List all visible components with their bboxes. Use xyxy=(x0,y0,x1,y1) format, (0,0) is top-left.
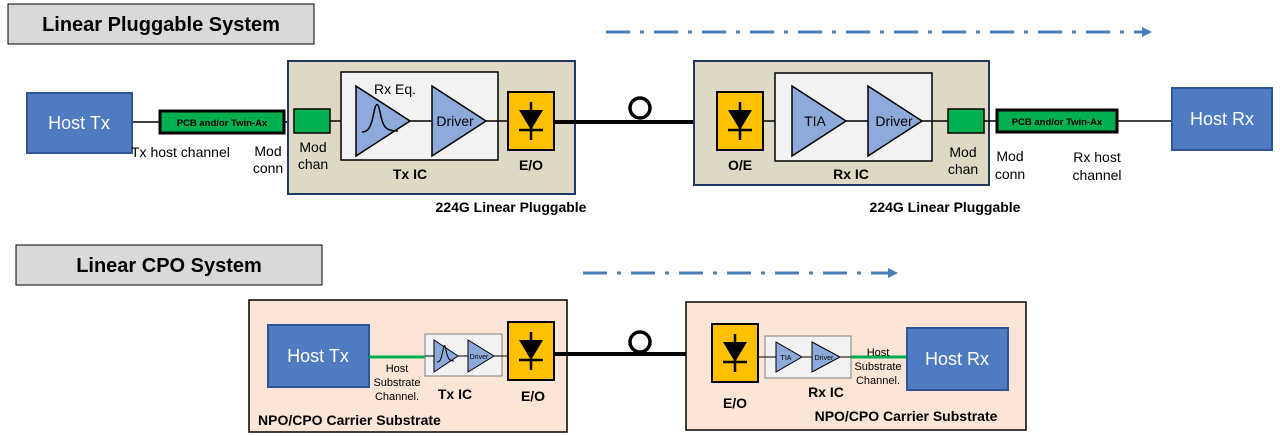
top-tia-label: TIA xyxy=(804,113,826,129)
top-oe-photodiode-icon xyxy=(715,90,765,152)
top-driver-rx-amp xyxy=(867,84,924,158)
top-title: Linear Pluggable System xyxy=(42,14,280,36)
bottom-host-tx-box xyxy=(267,324,370,388)
bottom-host-rx-label: Host Rx xyxy=(925,349,989,369)
top-driver-tx-amp xyxy=(431,84,488,158)
bottom-host-substrate-right-2: Substrate xyxy=(854,361,901,373)
bottom-driver-tx-label: Driver xyxy=(470,354,489,361)
linear-cpo-section: Linear CPO System Host Tx Host Substrate… xyxy=(15,244,1027,433)
bottom-host-substrate-left-1: Host xyxy=(386,363,409,375)
bottom-title-box xyxy=(15,244,323,286)
top-tia-amp xyxy=(791,84,848,158)
bottom-title: Linear CPO System xyxy=(76,255,262,277)
bottom-eq-curve-icon xyxy=(436,345,455,363)
bottom-tx-ic-label: Tx IC xyxy=(438,386,472,402)
bottom-fiber-loop-icon xyxy=(628,330,652,354)
bottom-eo-left-label: E/O xyxy=(521,388,545,404)
top-title-box xyxy=(7,3,315,45)
top-pcb-right-label: PCB and/or Twin-Ax xyxy=(1012,117,1103,128)
bottom-eo-right-photodiode-icon xyxy=(710,322,760,384)
top-fiber-loop-icon xyxy=(628,96,652,120)
bottom-carrier-left-label: NPO/CPO Carrier Substrate xyxy=(258,412,441,428)
top-mod-chan-right-1: Mod xyxy=(949,144,976,160)
top-pcb-left xyxy=(158,109,286,135)
bottom-host-rx-box xyxy=(906,327,1009,391)
bottom-driver-rx-label: Driver xyxy=(815,355,834,362)
bottom-rx-ic-label: Rx IC xyxy=(808,384,844,400)
top-mod-chan-right-2: chan xyxy=(948,161,978,177)
top-eo-label: E/O xyxy=(519,157,543,173)
bottom-eo-left-photodiode-icon xyxy=(506,320,556,382)
bottom-host-substrate-left-2: Substrate xyxy=(373,377,420,389)
top-host-rx-box xyxy=(1171,87,1273,151)
top-rx-eq-label: Rx Eq. xyxy=(374,81,416,97)
top-rx-ic-label: Rx IC xyxy=(833,166,869,182)
top-eq-curve-icon xyxy=(361,103,399,133)
top-tx-host-channel: Tx host channel xyxy=(131,144,230,160)
bottom-host-tx-label: Host Tx xyxy=(287,346,349,366)
bottom-host-substrate-left-3: Channel. xyxy=(375,391,419,403)
bottom-eo-right-label: E/O xyxy=(723,395,747,411)
top-mod-chan-left-1: Mod xyxy=(299,139,326,155)
bottom-host-substrate-right-1: Host xyxy=(867,347,890,359)
top-rx-host-channel-1: Rx host xyxy=(1073,149,1121,165)
top-mod-chan-left-2: chan xyxy=(298,156,328,172)
top-pcb-right xyxy=(995,108,1119,134)
top-eo-photodiode-icon xyxy=(506,90,556,152)
bottom-driver-rx-amp xyxy=(811,341,842,373)
top-rx-host-channel-2: channel xyxy=(1072,167,1121,183)
top-driver-tx-label: Driver xyxy=(436,113,474,129)
top-pcb-left-label: PCB and/or Twin-Ax xyxy=(177,118,268,129)
bottom-host-substrate-right-3: Channel. xyxy=(856,375,900,387)
bottom-driver-tx-amp xyxy=(467,339,495,373)
top-mod-chan-left xyxy=(293,108,331,134)
top-mod-conn-right-1: Mod xyxy=(996,148,1023,164)
top-mod-chan-right xyxy=(947,108,985,134)
top-oe-label: O/E xyxy=(728,157,752,173)
bottom-carrier-right-label: NPO/CPO Carrier Substrate xyxy=(815,408,998,424)
top-pluggable-left-label: 224G Linear Pluggable xyxy=(436,199,587,215)
top-host-rx-label: Host Rx xyxy=(1190,109,1254,129)
top-mod-conn-left-2: conn xyxy=(253,160,283,176)
top-driver-rx-label: Driver xyxy=(875,113,913,129)
top-host-tx-box xyxy=(26,92,133,154)
top-host-tx-label: Host Tx xyxy=(48,113,110,133)
top-mod-conn-right-2: conn xyxy=(995,166,1025,182)
top-pluggable-right-label: 224G Linear Pluggable xyxy=(870,199,1021,215)
top-tx-ic-label: Tx IC xyxy=(393,166,427,182)
linear-pluggable-section: Linear Pluggable System Host Tx PCB and/… xyxy=(7,3,1273,215)
bottom-tia-label: TIA xyxy=(781,355,792,362)
top-mod-conn-left-1: Mod xyxy=(254,143,281,159)
bottom-tia-amp xyxy=(775,341,804,373)
